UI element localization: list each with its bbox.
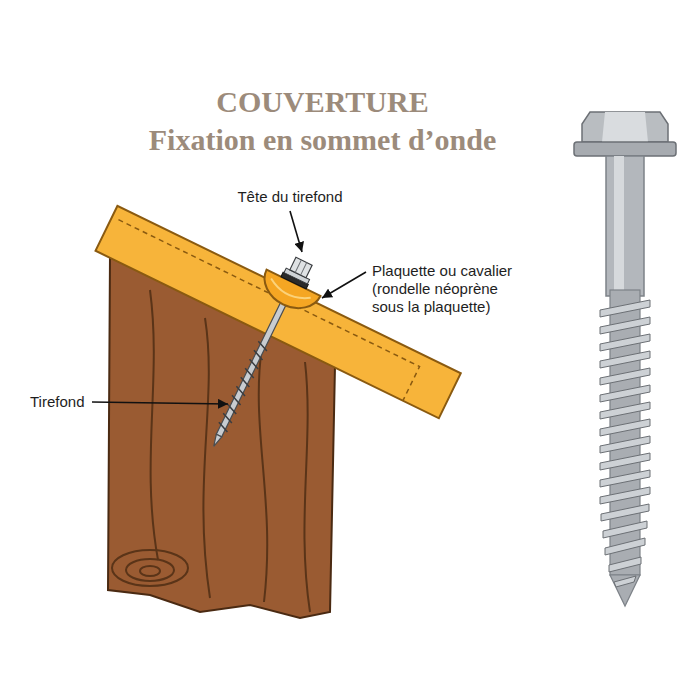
head-facet [295,260,307,275]
wood-ring [140,566,160,576]
screw-shank [606,156,644,296]
roof-assembly [41,177,475,530]
title: COUVERTURE [0,84,645,120]
head-flange [574,142,676,156]
leader-arrow [92,402,228,404]
wood-grain [304,362,310,612]
screw-tip [211,434,222,447]
screw-photo [574,112,676,606]
wood-grain [203,318,210,598]
wood-grain [150,290,158,560]
subtitle: Fixation en sommet d’onde [0,122,645,158]
screw-thread [217,341,269,432]
cap-plate [256,270,320,318]
wood-ring [126,559,174,581]
part-label: Tirefond [30,393,105,411]
part-label: Tête du tirefond [215,188,365,206]
part-label: Plaquette ou cavalier (rondelle néoprène… [372,262,527,316]
hex-face [602,112,648,142]
leader-arrow [290,211,302,252]
leader-arrow [322,272,366,298]
thread-crests [600,300,650,587]
hex-head [582,112,668,142]
wood-ring [112,550,188,586]
hidden-edge [102,220,420,401]
shank-highlight [614,156,624,296]
wood-grain [259,346,267,602]
screw-head [290,257,312,277]
